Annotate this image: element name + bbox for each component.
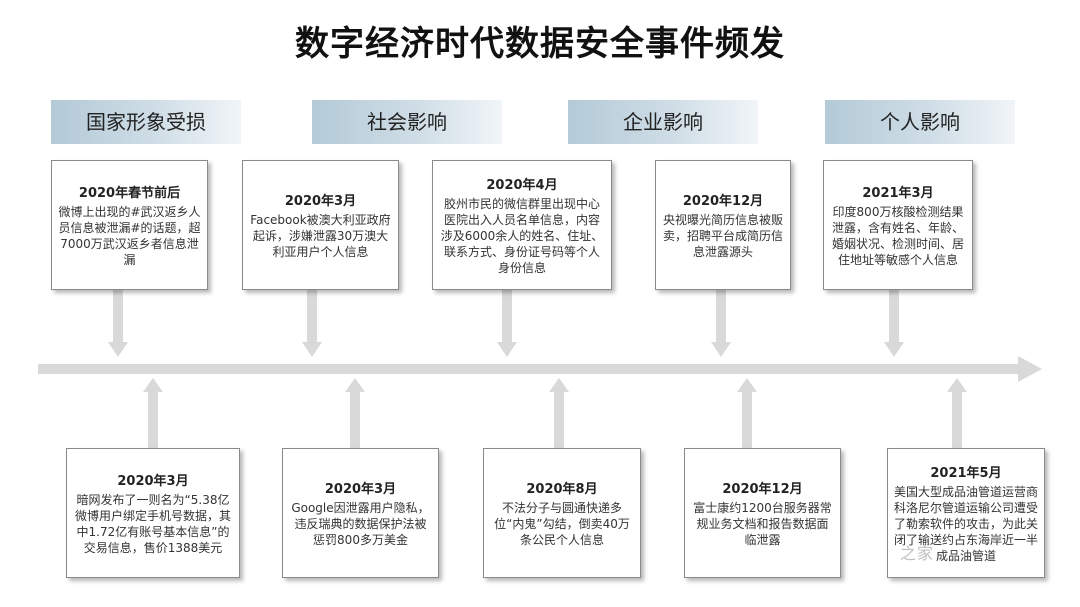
event-date: 2020年3月	[284, 194, 357, 209]
top-connectors	[108, 290, 904, 357]
event-date: 2020年4月	[486, 178, 558, 193]
event-text: Facebook被澳大利亚政府起诉，涉嫌泄露30万澳大利亚用户个人信息	[250, 213, 391, 259]
category-national-image: 国家形象受损	[51, 100, 241, 144]
event-date: 2020年12月	[722, 482, 803, 497]
bottom-connectors	[143, 378, 967, 448]
event-date: 2020年春节前后	[78, 186, 181, 201]
event-text: 美国大型成品油管道运营商科洛尼尔管道运输公司遭受了勒索软件的攻击，为此关闭了输送…	[894, 485, 1039, 563]
watermark: 之家	[900, 544, 935, 563]
event-text: 微博上出现的#武汉返乡人员信息被泄漏#的话题，超7000万武汉返乡者信息泄漏	[58, 205, 201, 267]
event-text: 暗网发布了一则名为“5.38亿微博用户绑定手机号数据，其中1.72亿有账号基本信…	[74, 493, 231, 555]
event-date: 2021年5月	[930, 466, 1002, 481]
event-box-top-1: 2020年春节前后 微博上出现的#武汉返乡人员信息被泄漏#的话题，超7000万武…	[51, 160, 208, 290]
timeline-main-arrow	[38, 356, 1042, 382]
connector-down-3	[497, 290, 517, 357]
connector-down-4	[711, 290, 731, 357]
event-text: 央视曝光简历信息被贩卖，招聘平台成简历信息泄露源头	[662, 213, 783, 259]
event-date: 2020年8月	[526, 482, 598, 497]
event-box-top-2: 2020年3月 Facebook被澳大利亚政府起诉，涉嫌泄露30万澳大利亚用户个…	[242, 160, 399, 290]
event-box-bottom-5: 2021年5月 美国大型成品油管道运营商科洛尼尔管道运输公司遭受了勒索软件的攻击…	[887, 448, 1045, 578]
event-box-bottom-1: 2020年3月 暗网发布了一则名为“5.38亿微博用户绑定手机号数据，其中1.7…	[66, 448, 240, 578]
connector-up-4	[737, 378, 757, 448]
event-box-bottom-3: 2020年8月 不法分子与圆通快递多位“内鬼”勾结，倒卖40万条公民个人信息	[483, 448, 641, 578]
event-box-top-3: 2020年4月 胶州市民的微信群里出现中心医院出入人员名单信息，内容涉及6000…	[432, 160, 612, 290]
event-text: 印度800万核酸检测结果泄露，含有姓名、年龄、婚姻状况、检测时间、居住地址等敏感…	[831, 205, 964, 267]
category-social-impact: 社会影响	[312, 100, 502, 144]
event-text: Google因泄露用户隐私，违反瑞典的数据保护法被惩罚800多万美金	[291, 501, 430, 547]
category-enterprise-impact: 企业影响	[568, 100, 758, 144]
event-box-bottom-2: 2020年3月 Google因泄露用户隐私，违反瑞典的数据保护法被惩罚800多万…	[282, 448, 439, 578]
event-box-top-4: 2020年12月 央视曝光简历信息被贩卖，招聘平台成简历信息泄露源头	[655, 160, 791, 290]
connector-down-1	[108, 290, 128, 357]
event-date: 2020年3月	[324, 482, 397, 497]
connector-up-2	[345, 378, 365, 448]
event-text: 富士康约1200台服务器常规业务文档和报告数据面临泄露	[693, 501, 832, 547]
event-box-bottom-4: 2020年12月 富士康约1200台服务器常规业务文档和报告数据面临泄露	[684, 448, 841, 578]
connector-up-3	[549, 378, 569, 448]
connector-up-5	[947, 378, 967, 448]
connector-up-1	[143, 378, 163, 448]
connector-down-5	[884, 290, 904, 357]
connector-down-2	[302, 290, 322, 357]
event-text: 胶州市民的微信群里出现中心医院出入人员名单信息，内容涉及6000余人的姓名、住址…	[440, 197, 604, 275]
page-title: 数字经济时代数据安全事件频发	[295, 24, 785, 64]
event-date: 2020年12月	[682, 194, 764, 209]
event-box-top-5: 2021年3月 印度800万核酸检测结果泄露，含有姓名、年龄、婚姻状况、检测时间…	[823, 160, 973, 290]
event-date: 2020年3月	[117, 474, 189, 489]
event-text: 不法分子与圆通快递多位“内鬼”勾结，倒卖40万条公民个人信息	[494, 501, 630, 547]
event-date: 2021年3月	[862, 186, 934, 201]
category-personal-impact: 个人影响	[825, 100, 1015, 144]
